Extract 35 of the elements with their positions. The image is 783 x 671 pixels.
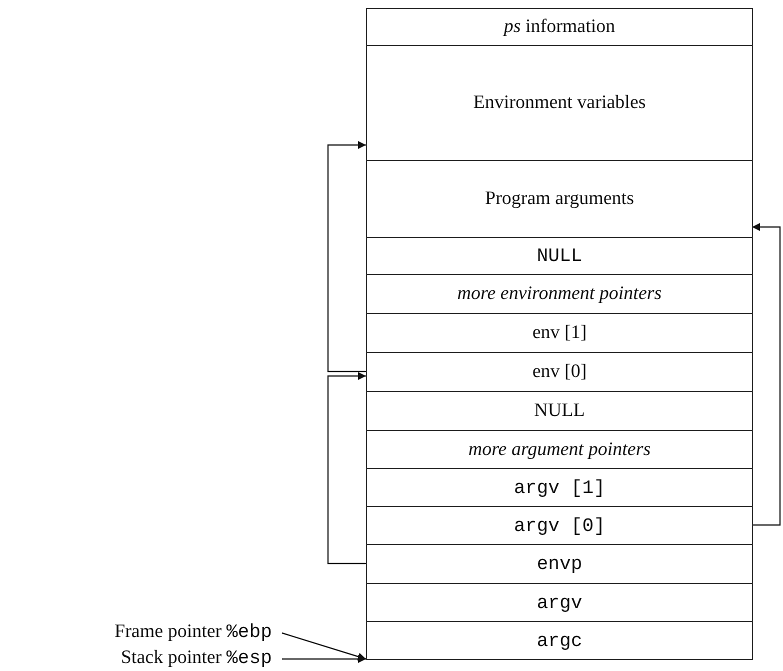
memory-cell [366,160,753,238]
arrow [752,223,781,526]
arrow [282,655,366,663]
cell-label: env [0] [532,361,587,383]
memory-cell [366,506,753,545]
memory-cell [366,313,753,353]
pointer-label: Frame pointer %ebp [114,621,272,643]
cell-label: Program arguments [485,188,634,210]
cell-label: NULL [534,400,585,422]
cell-label: argv [536,592,582,614]
cell-label: more argument pointers [468,438,651,460]
arrow [327,372,366,564]
memory-cell [366,352,753,392]
memory-cell [366,237,753,275]
memory-cell [366,391,753,431]
memory-cell [366,544,753,584]
cell-label: env [1] [532,322,587,344]
memory-cell [366,621,753,660]
memory-cell [366,583,753,622]
memory-cell [366,430,753,469]
cell-label: argv [1] [514,476,606,498]
memory-cell [366,468,753,507]
pointer-label: Stack pointer %esp [120,647,272,669]
arrow [327,141,366,372]
cell-label: NULL [536,245,582,267]
cell-label: more environment pointers [457,283,662,305]
cell-label: Environment variables [473,92,646,114]
memory-cell [366,274,753,314]
cell-label: ps information [504,16,616,38]
memory-cell [366,45,753,161]
memory-cell [366,8,753,46]
cell-label: envp [536,553,582,575]
arrow [282,632,366,660]
cell-label: argv [0] [514,514,606,536]
cell-label: argc [536,630,582,652]
